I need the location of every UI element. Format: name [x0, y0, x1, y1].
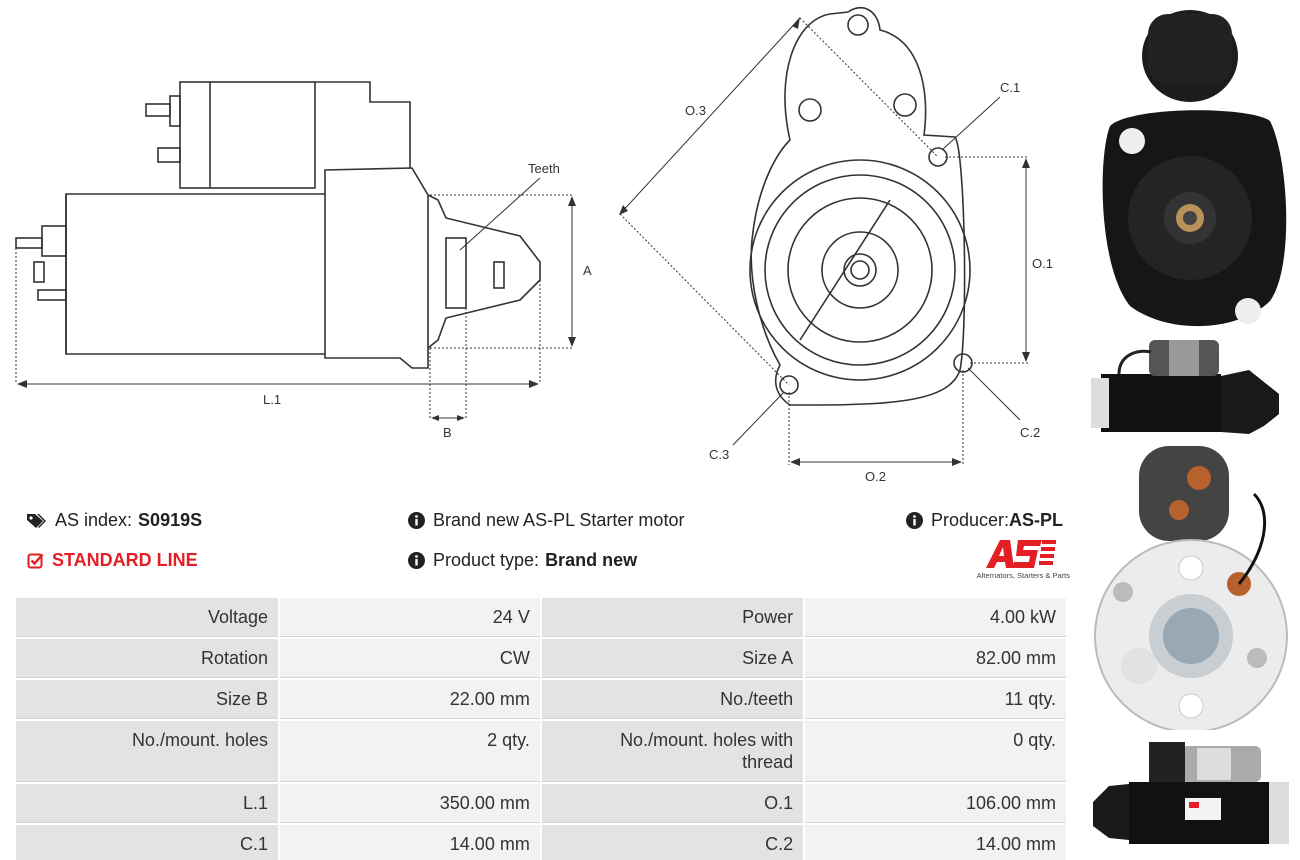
label-teeth: Teeth	[528, 161, 560, 176]
hole-c1	[928, 147, 948, 167]
label-a: A	[583, 263, 592, 278]
as-index-row: AS index: S0919S	[27, 510, 202, 531]
label-c1: C.1	[1000, 80, 1020, 95]
spec-label: L.1	[16, 784, 279, 823]
product-photo-column	[1085, 0, 1300, 860]
as-pl-logo: Alternators, Starters & Parts	[962, 538, 1070, 584]
product-type-row: Product type: Brand new	[408, 550, 637, 571]
spec-label: O.1	[541, 784, 804, 823]
spec-value: 24 V	[280, 598, 540, 637]
photo-rear-view[interactable]	[1089, 444, 1293, 730]
as-pl-logo-mark	[986, 540, 1056, 568]
dimension-drawing-svg: Teeth A L.1 B	[15, 6, 1053, 484]
label-l1: L.1	[263, 392, 281, 407]
info-icon	[408, 552, 425, 569]
photo-side-view-1[interactable]	[1089, 334, 1289, 438]
spec-value: 22.00 mm	[280, 680, 540, 719]
spec-value: 11 qty.	[805, 680, 1066, 719]
spec-label: No./mount. holes	[16, 721, 279, 782]
spec-value: 14.00 mm	[805, 825, 1066, 860]
front-housing-circle	[749, 159, 971, 381]
info-icon	[906, 512, 923, 529]
solenoid-outline	[179, 81, 316, 189]
spec-value: 82.00 mm	[805, 639, 1066, 678]
label-o1: O.1	[1032, 256, 1053, 271]
product-type-label: Product type:	[433, 550, 540, 570]
motor-body-outline	[65, 167, 429, 369]
description-row: Brand new AS-PL Starter motor	[408, 510, 684, 531]
spec-label: Voltage	[16, 598, 279, 637]
spec-label: C.2	[541, 825, 804, 860]
photo-side-view-2[interactable]	[1089, 740, 1293, 855]
technical-drawing: Teeth A L.1 B	[0, 0, 1080, 495]
spec-value: 2 qty.	[280, 721, 540, 782]
spec-value: 14.00 mm	[280, 825, 540, 860]
standard-line-row: STANDARD LINE	[27, 550, 198, 571]
spec-value: 4.00 kW	[805, 598, 1066, 637]
producer-row: Producer: AS-PL	[906, 510, 1063, 531]
spec-value: 106.00 mm	[805, 784, 1066, 823]
producer-value: AS-PL	[1009, 510, 1064, 530]
spec-value: 350.00 mm	[280, 784, 540, 823]
label-c2: C.2	[1020, 425, 1040, 440]
spec-label: No./teeth	[541, 680, 804, 719]
tag-icon	[27, 513, 47, 529]
info-icon	[408, 512, 425, 529]
spec-label: Rotation	[16, 639, 279, 678]
photo-front-view[interactable]	[1090, 6, 1292, 332]
spec-label: Size A	[541, 639, 804, 678]
label-b: B	[443, 425, 452, 440]
label-o2: O.2	[865, 469, 886, 484]
product-description: Brand new AS-PL Starter motor	[433, 510, 685, 530]
check-square-icon	[27, 552, 44, 569]
producer-label: Producer:	[931, 510, 1010, 530]
product-type-value: Brand new	[545, 550, 638, 570]
standard-line-label: STANDARD LINE	[52, 550, 198, 570]
label-o3: O.3	[685, 103, 706, 118]
front-flange-outline	[750, 6, 966, 406]
spec-label: C.1	[16, 825, 279, 860]
spec-label: Power	[541, 598, 804, 637]
spec-label: No./mount. holes with thread	[541, 721, 804, 782]
spec-value: 0 qty.	[805, 721, 1066, 782]
spec-value: CW	[280, 639, 540, 678]
label-c3: C.3	[709, 447, 729, 462]
spec-label: Size B	[16, 680, 279, 719]
as-index-value: S0919S	[138, 510, 203, 530]
logo-tagline: Alternators, Starters & Parts	[976, 571, 1070, 580]
as-index-label: AS index:	[55, 510, 133, 530]
